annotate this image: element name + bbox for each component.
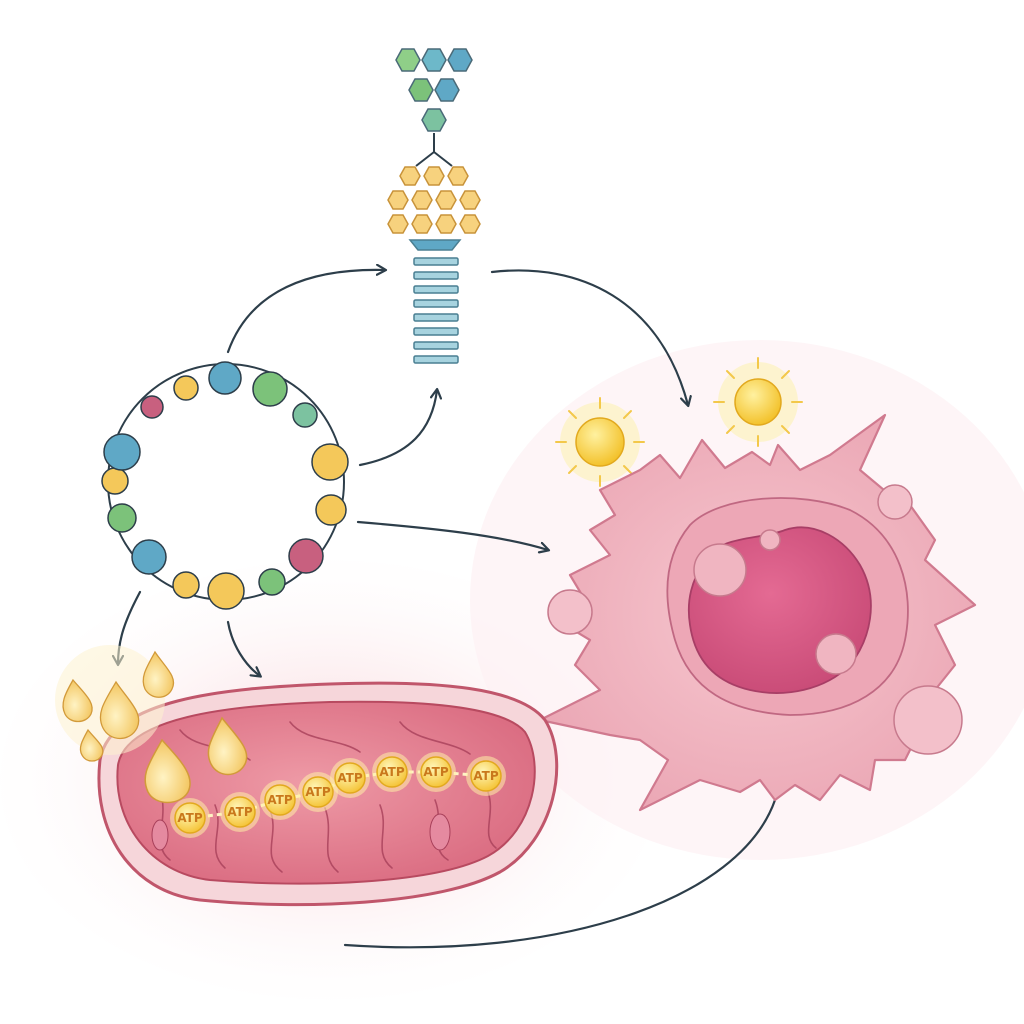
mito-blobs (151, 813, 451, 851)
arrow-icon (226, 270, 385, 354)
bead (173, 375, 199, 401)
bead (172, 571, 200, 599)
atp-molecule: ATP (170, 798, 210, 838)
bead (311, 443, 349, 481)
lipid-droplet-icon (62, 678, 93, 723)
lipid-droplet-icon (79, 728, 104, 762)
bead (258, 568, 286, 596)
cell-blebs (547, 484, 963, 755)
bead (207, 572, 245, 610)
arrow-icon (358, 390, 437, 467)
yellow-hex-cluster (387, 166, 481, 234)
arrow-icon (226, 620, 260, 676)
atp-molecule: ATP (330, 758, 370, 798)
top-hex-cluster (395, 48, 473, 132)
atp-label: ATP (379, 765, 405, 779)
bead (208, 361, 242, 395)
atp-molecule: ATP (466, 756, 506, 796)
arrow-icon (490, 269, 688, 405)
atp-label: ATP (473, 769, 499, 783)
atp-molecule: ATP (220, 792, 260, 832)
atp-molecule: ATP (260, 780, 300, 820)
bead (315, 494, 347, 526)
bead (131, 539, 167, 575)
bead (288, 538, 324, 574)
atp-molecules: ATP ATP ATP ATP ATP ATP ATP ATP (170, 752, 506, 838)
atp-label: ATP (227, 805, 253, 819)
arrow-icon (343, 798, 777, 949)
atp-label: ATP (337, 771, 363, 785)
spiky-cell-icon (538, 413, 977, 812)
lipid-droplets-outside (55, 645, 175, 762)
atp-molecule: ATP (372, 752, 412, 792)
lipid-droplet-icon (99, 680, 140, 740)
atp-molecule: ATP (298, 772, 338, 812)
atp-label: ATP (177, 811, 203, 825)
arrow-icon (356, 520, 548, 550)
atp-label: ATP (423, 765, 449, 779)
bead (107, 503, 137, 533)
lipid-droplet-icon (142, 650, 175, 698)
lipid-droplet-icon (144, 738, 191, 804)
hexagon-cluster-icon (387, 48, 481, 234)
bead (140, 395, 164, 419)
atp-label: ATP (305, 785, 331, 799)
bead-ring-icon (101, 361, 349, 610)
atp-label: ATP (267, 793, 293, 807)
arrows (118, 269, 777, 949)
branch-lines (415, 133, 453, 167)
nucleus-blebs (693, 529, 857, 675)
atp-molecule: ATP (416, 752, 456, 792)
lipid-droplet-icon (207, 716, 248, 776)
bead (252, 371, 288, 407)
bead (103, 433, 141, 471)
sun-particle-icon (555, 397, 645, 487)
bead (101, 467, 129, 495)
bead (292, 402, 318, 428)
ladder-icon (408, 239, 462, 364)
sun-particle-icon (713, 357, 803, 447)
